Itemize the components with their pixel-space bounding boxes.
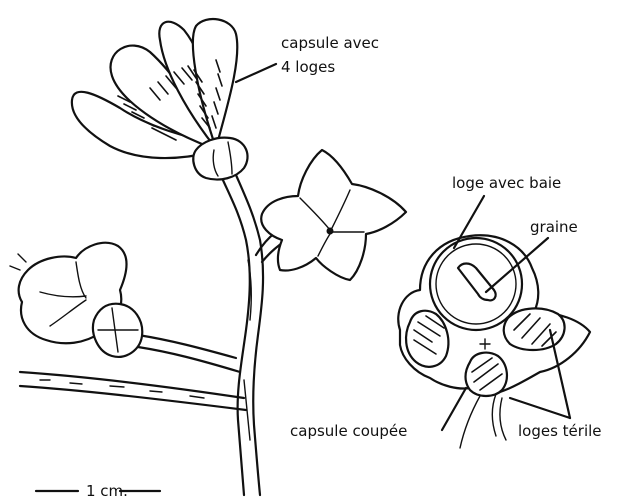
- leader-loges-2: [510, 398, 570, 418]
- main-stem: [222, 175, 263, 495]
- lower-branch: [20, 372, 246, 410]
- leader-capsule-coupee: [442, 388, 466, 430]
- top-capsule: [72, 19, 248, 180]
- scale-label: 1 cm.: [86, 482, 128, 499]
- label-capsule-coupee: capsule coupée: [290, 422, 407, 440]
- label-loges-sterile: loges térile: [518, 422, 602, 440]
- label-capsule-line1: capsule avec: [281, 34, 379, 52]
- scale-bar: 1 cm.: [36, 482, 160, 499]
- label-capsule-line2: 4 loges: [281, 58, 335, 76]
- branch-left: [138, 335, 240, 372]
- left-capsule: [10, 243, 142, 357]
- leader-capsule: [236, 64, 276, 82]
- right-capsule: [261, 150, 406, 280]
- label-loge-baie: loge avec baie: [452, 174, 561, 192]
- label-graine: graine: [530, 218, 578, 236]
